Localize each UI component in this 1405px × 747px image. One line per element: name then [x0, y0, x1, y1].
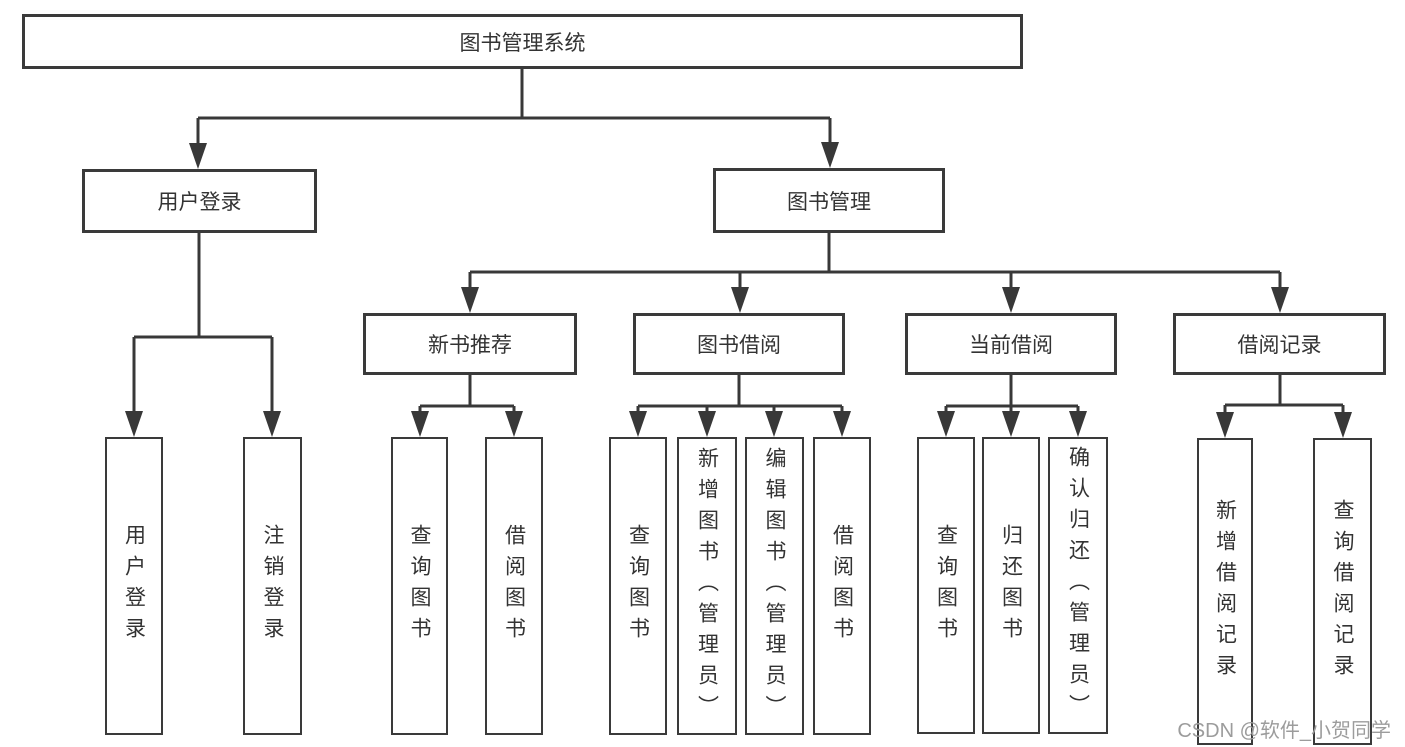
arrow-down-icon — [833, 411, 851, 437]
arrow-down-icon — [629, 411, 647, 437]
arrow-down-icon — [1334, 412, 1352, 438]
node-nb-borrow-book: 借阅图书 — [485, 437, 543, 735]
node-book-mgmt: 图书管理 — [713, 168, 945, 233]
node-root: 图书管理系统 — [22, 14, 1023, 69]
arrow-down-icon — [1271, 287, 1289, 313]
node-user-login: 用户登录 — [82, 169, 317, 233]
arrow-down-icon — [821, 142, 839, 168]
node-book-mgmt-label: 图书管理 — [787, 190, 871, 214]
node-ul-logout-label: 注销登录 — [261, 524, 284, 648]
node-br-query-record-label: 查询借阅记录 — [1331, 498, 1354, 685]
connector-book-borrow-to-children — [636, 375, 844, 416]
connector-book-mgmt-to-level3 — [468, 233, 1282, 292]
node-nb-query-book: 查询图书 — [391, 437, 448, 735]
arrow-down-icon — [937, 411, 955, 437]
arrow-down-icon — [1002, 287, 1020, 313]
node-new-book-rec: 新书推荐 — [363, 313, 577, 375]
node-bb-query-book: 查询图书 — [609, 437, 667, 735]
connector-borrow-records-to-children — [1223, 375, 1345, 416]
arrow-down-icon — [411, 411, 429, 437]
node-bb-edit-book: 编辑图书（管理员） — [745, 437, 804, 735]
arrow-down-icon — [505, 411, 523, 437]
node-cb-query-book-label: 查询图书 — [934, 523, 958, 648]
arrow-down-icon — [1216, 412, 1234, 438]
arrow-down-icon — [698, 411, 716, 437]
node-bb-add-book: 新增图书（管理员） — [677, 437, 737, 735]
node-br-add-record-label: 新增借阅记录 — [1213, 498, 1237, 685]
arrow-down-icon — [1002, 411, 1020, 437]
node-bb-add-book-label: 新增图书（管理员） — [695, 446, 719, 726]
node-ul-user-login: 用户登录 — [105, 437, 163, 735]
node-br-add-record: 新增借阅记录 — [1197, 438, 1253, 745]
node-cb-return-book-label: 归还图书 — [999, 523, 1023, 648]
arrowheads — [125, 142, 1352, 438]
node-user-login-label: 用户登录 — [157, 191, 242, 214]
watermark: CSDN @软件_小贺同学 — [1177, 720, 1391, 742]
node-bb-borrow-book: 借阅图书 — [813, 437, 871, 735]
node-book-borrow-label: 图书借阅 — [697, 334, 781, 357]
arrow-down-icon — [765, 411, 783, 437]
node-cb-return-book: 归还图书 — [982, 437, 1040, 734]
node-bb-edit-book-label: 编辑图书（管理员） — [763, 446, 786, 726]
arrow-down-icon — [189, 143, 207, 169]
node-current-borrow-label: 当前借阅 — [969, 334, 1053, 357]
arrow-down-icon — [461, 287, 479, 313]
node-borrow-records-label: 借阅记录 — [1237, 334, 1322, 357]
node-br-query-record: 查询借阅记录 — [1313, 438, 1372, 745]
node-cb-confirm-return-label: 确认归还（管理员） — [1066, 446, 1090, 725]
node-nb-query-book-label: 查询图书 — [408, 524, 431, 648]
connector-current-borrow-to-children — [944, 375, 1080, 416]
node-cb-confirm-return: 确认归还（管理员） — [1048, 437, 1108, 734]
node-new-book-rec-label: 新书推荐 — [428, 334, 512, 357]
arrow-down-icon — [125, 411, 143, 437]
node-book-borrow: 图书借阅 — [633, 313, 845, 375]
connector-user-login-to-children — [132, 232, 274, 414]
node-ul-user-login-label: 用户登录 — [122, 524, 146, 648]
arrow-down-icon — [731, 287, 749, 313]
arrow-down-icon — [1069, 411, 1087, 437]
node-current-borrow: 当前借阅 — [905, 313, 1117, 375]
node-bb-borrow-book-label: 借阅图书 — [830, 524, 854, 648]
node-root-label: 图书管理系统 — [459, 31, 586, 55]
node-bb-query-book-label: 查询图书 — [626, 524, 650, 648]
arrow-down-icon — [263, 411, 281, 437]
connector-root-to-level2 — [196, 68, 832, 148]
node-ul-logout: 注销登录 — [243, 437, 302, 735]
node-borrow-records: 借阅记录 — [1173, 313, 1386, 375]
connector-new-book-rec-to-children — [418, 375, 516, 416]
node-nb-borrow-book-label: 借阅图书 — [502, 524, 526, 648]
node-cb-query-book: 查询图书 — [917, 437, 975, 734]
